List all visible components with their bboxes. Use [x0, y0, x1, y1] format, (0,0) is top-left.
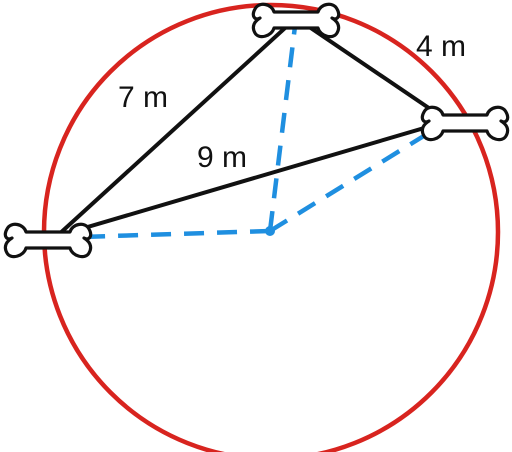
label-side-long: 9 m: [197, 141, 247, 174]
bone-icon: [3, 222, 93, 259]
radius-lines: [47, 17, 450, 241]
side-long: [55, 119, 450, 238]
label-side-short: 4 m: [416, 30, 466, 63]
radius-to-left-vertex: [47, 228, 271, 241]
radius-to-top-vertex: [267, 17, 299, 232]
radius-to-right-vertex: [268, 119, 450, 233]
circle-center-dot: [265, 226, 275, 236]
label-side-left: 7 m: [118, 81, 168, 114]
side-left: [55, 16, 298, 238]
triangle: [55, 16, 450, 238]
